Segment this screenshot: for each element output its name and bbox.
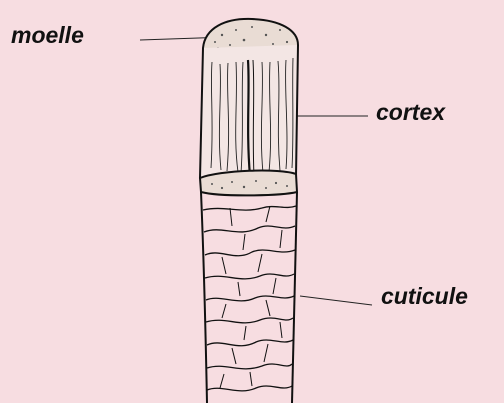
moelle-label: moelle xyxy=(11,22,84,49)
cuticule-label: cuticule xyxy=(381,283,468,310)
cuticule-leader-line xyxy=(300,296,372,305)
medulla-band xyxy=(200,171,297,196)
cortex-label: cortex xyxy=(376,99,445,126)
cuticle-section xyxy=(201,192,297,403)
cortex-section xyxy=(200,45,298,184)
